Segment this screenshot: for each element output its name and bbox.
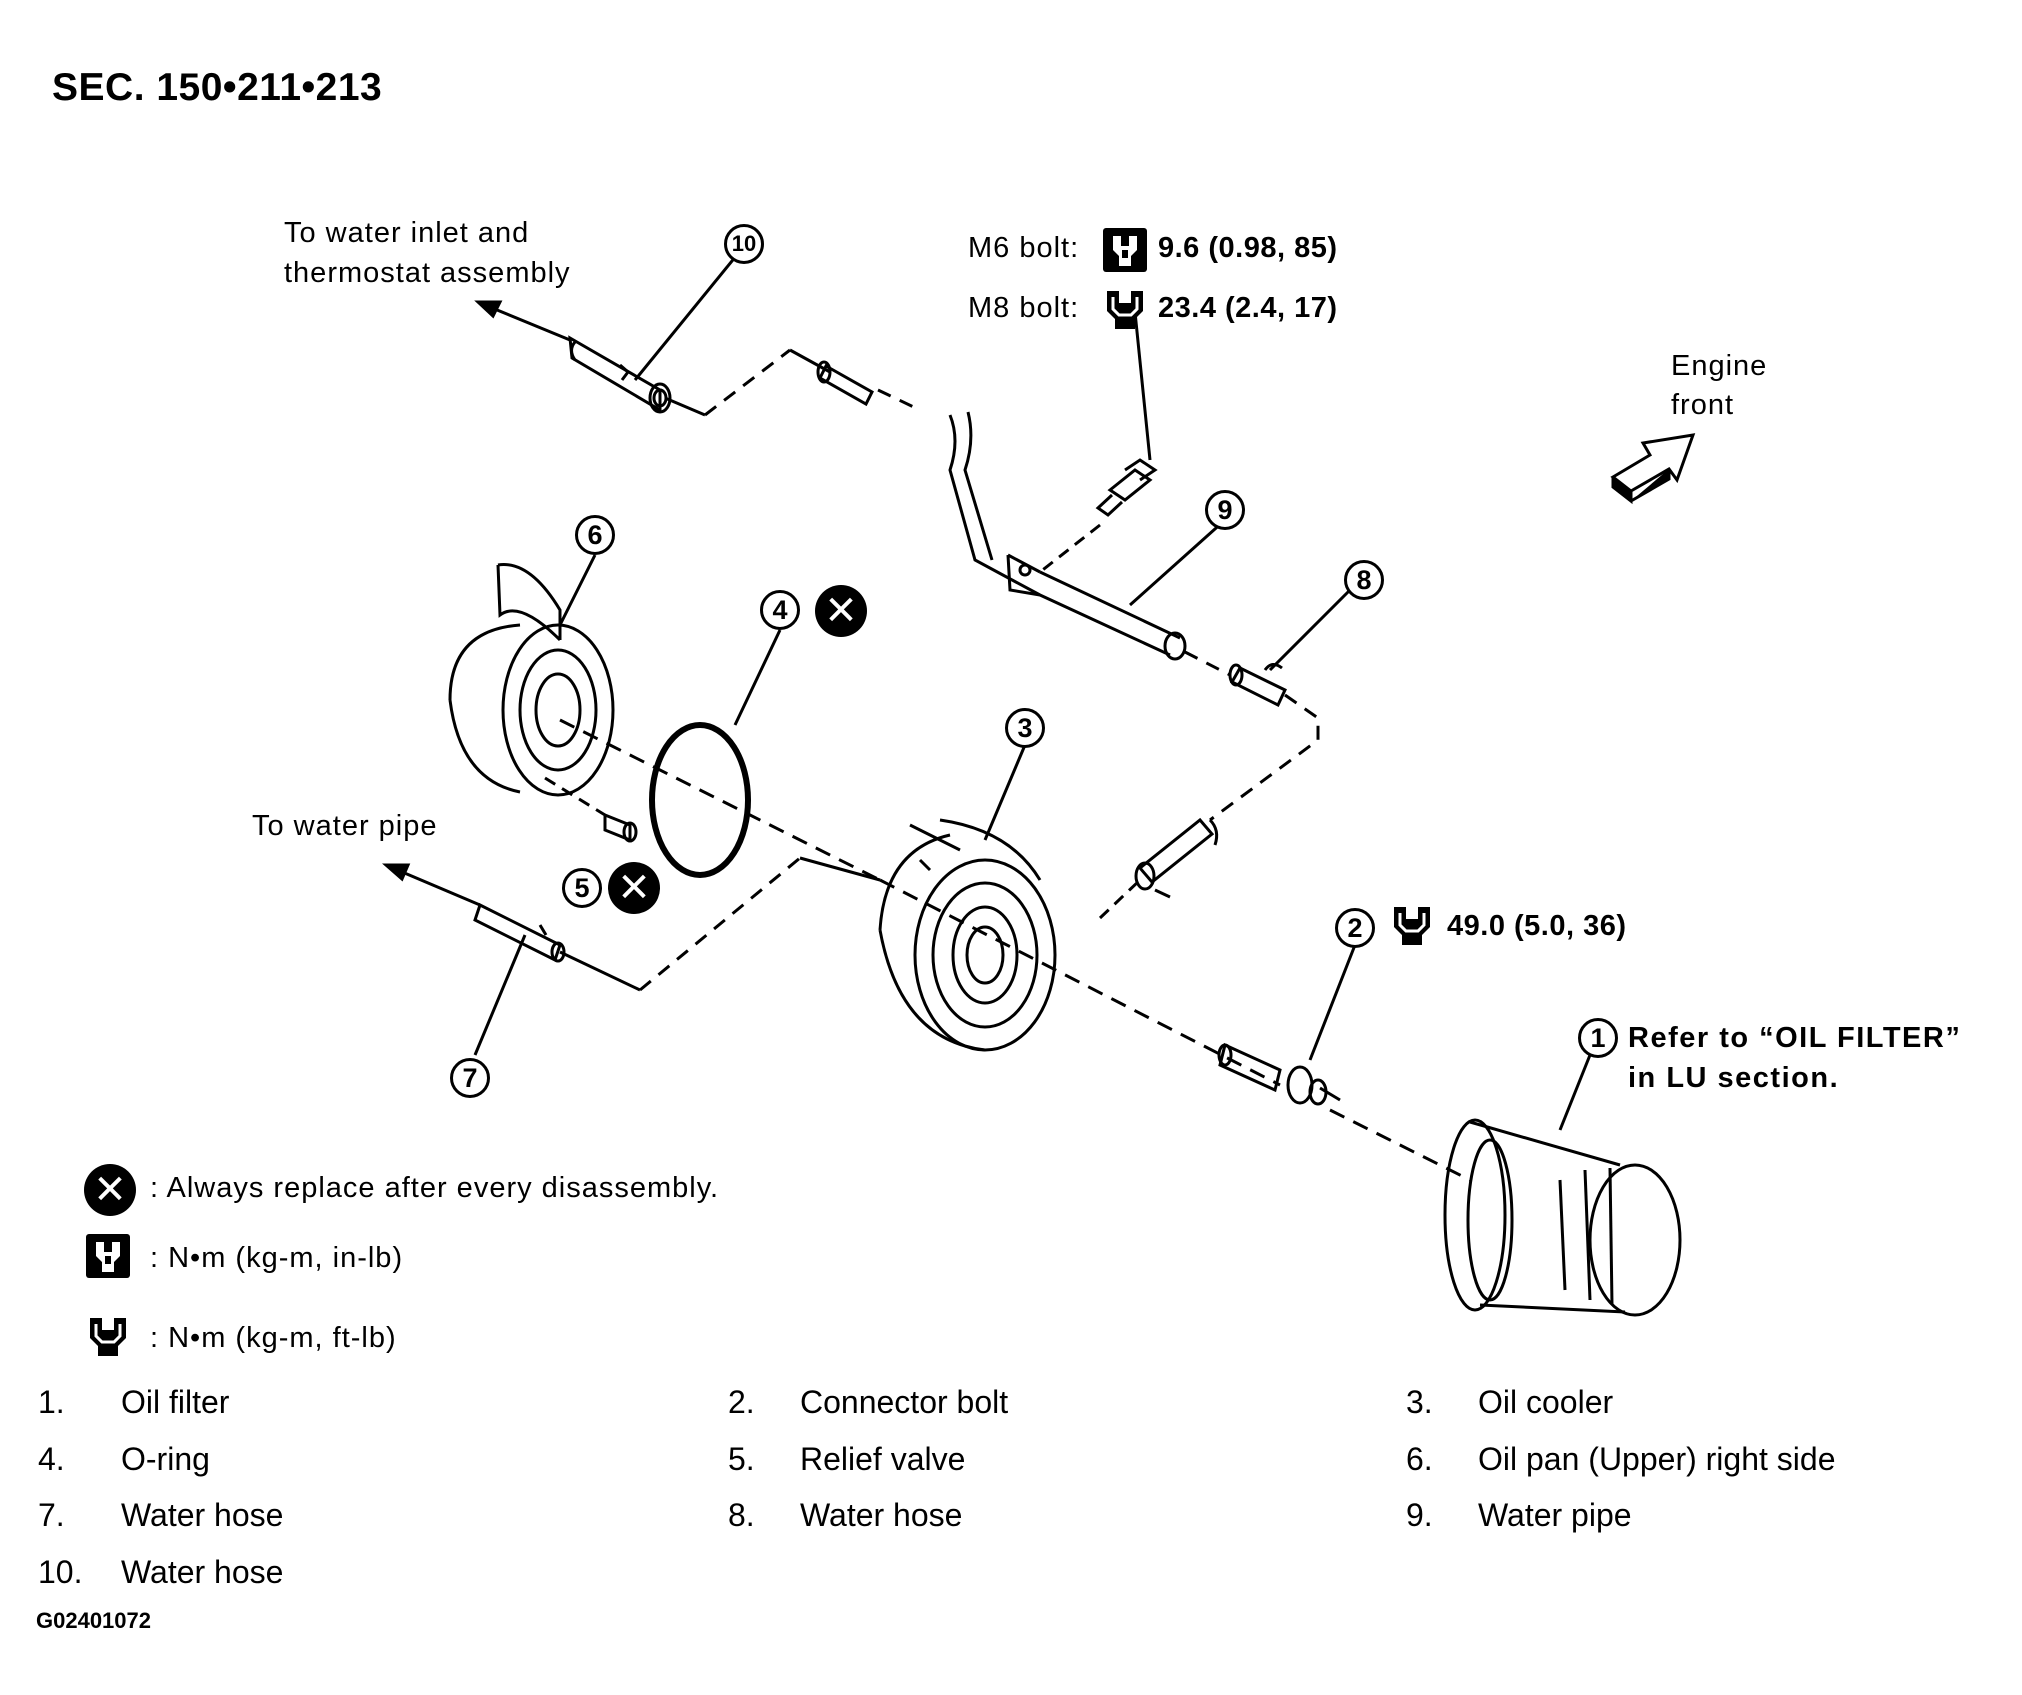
m8-torque-value: 23.4 (2.4, 17): [1158, 292, 1338, 324]
bolt-drawing: [1095, 458, 1158, 517]
part-name: Water hose: [121, 1497, 284, 1533]
x-circle-icon: ✕: [608, 862, 660, 914]
figure-id: G02401072: [36, 1608, 151, 1633]
part-name: Connector bolt: [800, 1384, 1009, 1420]
to-water-inlet-label: To water inlet and: [284, 217, 530, 249]
callout-2: 2: [1335, 908, 1375, 948]
part-number: 6.: [1406, 1441, 1433, 1477]
part-number: 3.: [1406, 1384, 1433, 1420]
front-label: front: [1671, 389, 1735, 421]
torque-wrench-outline-icon: [1390, 903, 1434, 947]
oil-pan-6-drawing: [448, 563, 615, 797]
legend-nm-inlb-text: : N•m (kg-m, in-lb): [150, 1242, 404, 1274]
engine-label: Engine: [1671, 350, 1768, 382]
x-circle-icon: ✕: [84, 1164, 136, 1216]
part-name: Water pipe: [1478, 1497, 1632, 1533]
callout-10: 10: [724, 224, 764, 264]
callout-5: 5: [562, 868, 602, 908]
torque-wrench-outline-icon: [86, 1314, 130, 1358]
part-number: 7.: [38, 1497, 65, 1533]
section-title: SEC. 150•211•213: [52, 66, 383, 109]
callout-3: 3: [1005, 708, 1045, 748]
callout-4: 4: [760, 590, 800, 630]
engine-front-arrow-icon: [1610, 433, 1696, 505]
part-number: 2.: [728, 1384, 755, 1420]
m6-bolt-label: M6 bolt:: [968, 232, 1080, 264]
part-name: Relief valve: [800, 1441, 966, 1477]
thermostat-assembly-label: thermostat assembly: [284, 257, 571, 289]
callout-9: 9: [1205, 490, 1245, 530]
part-number: 8.: [728, 1497, 755, 1533]
relief-valve-5-drawing: [544, 776, 638, 843]
connector-bolt-torque-value: 49.0 (5.0, 36): [1447, 910, 1627, 942]
part-name: Oil pan (Upper) right side: [1478, 1441, 1836, 1477]
oil-cooler-3-drawing: [878, 818, 1057, 1052]
part-number: 9.: [1406, 1497, 1433, 1533]
part-number: 5.: [728, 1441, 755, 1477]
callout-1: 1: [1578, 1018, 1618, 1058]
x-circle-icon: ✕: [815, 585, 867, 637]
to-water-pipe-label: To water pipe: [252, 810, 438, 842]
part-number: 10.: [38, 1554, 83, 1590]
water-hose-7-drawing: [473, 856, 881, 992]
water-pipe-9-drawing: [948, 411, 1187, 661]
legend-nm-ftlb-text: : N•m (kg-m, ft-lb): [150, 1322, 397, 1354]
part-number: 4.: [38, 1441, 65, 1477]
part-name: O-ring: [121, 1441, 210, 1477]
part-name: Water hose: [800, 1497, 963, 1533]
water-hose-10-drawing: [568, 335, 672, 414]
callout-6: 6: [575, 515, 615, 555]
part-name: Oil cooler: [1478, 1384, 1614, 1420]
m6-torque-value: 9.6 (0.98, 85): [1158, 232, 1338, 264]
legend-replace-text: : Always replace after every disassembly…: [150, 1172, 720, 1204]
water-hose-8-drawing: [1228, 663, 1287, 708]
part-number: 1.: [38, 1384, 65, 1420]
m8-bolt-label: M8 bolt:: [968, 292, 1080, 324]
callout-8: 8: [1344, 560, 1384, 600]
o-ring-4-drawing: [649, 722, 751, 878]
oil-filter-note-line1: Refer to “OIL FILTER”: [1628, 1022, 1962, 1054]
connector-bolt-2-drawing: [1217, 1042, 1341, 1106]
torque-wrench-outline-icon: [1103, 287, 1147, 331]
part-name: Water hose: [121, 1554, 284, 1590]
torque-wrench-filled-icon: [1103, 228, 1147, 272]
oil-filter-note-line2: in LU section.: [1628, 1062, 1840, 1094]
torque-wrench-filled-icon: [86, 1234, 130, 1278]
oil-filter-1-drawing: [1443, 1118, 1682, 1317]
part-name: Oil filter: [121, 1384, 230, 1420]
callout-7: 7: [450, 1058, 490, 1098]
